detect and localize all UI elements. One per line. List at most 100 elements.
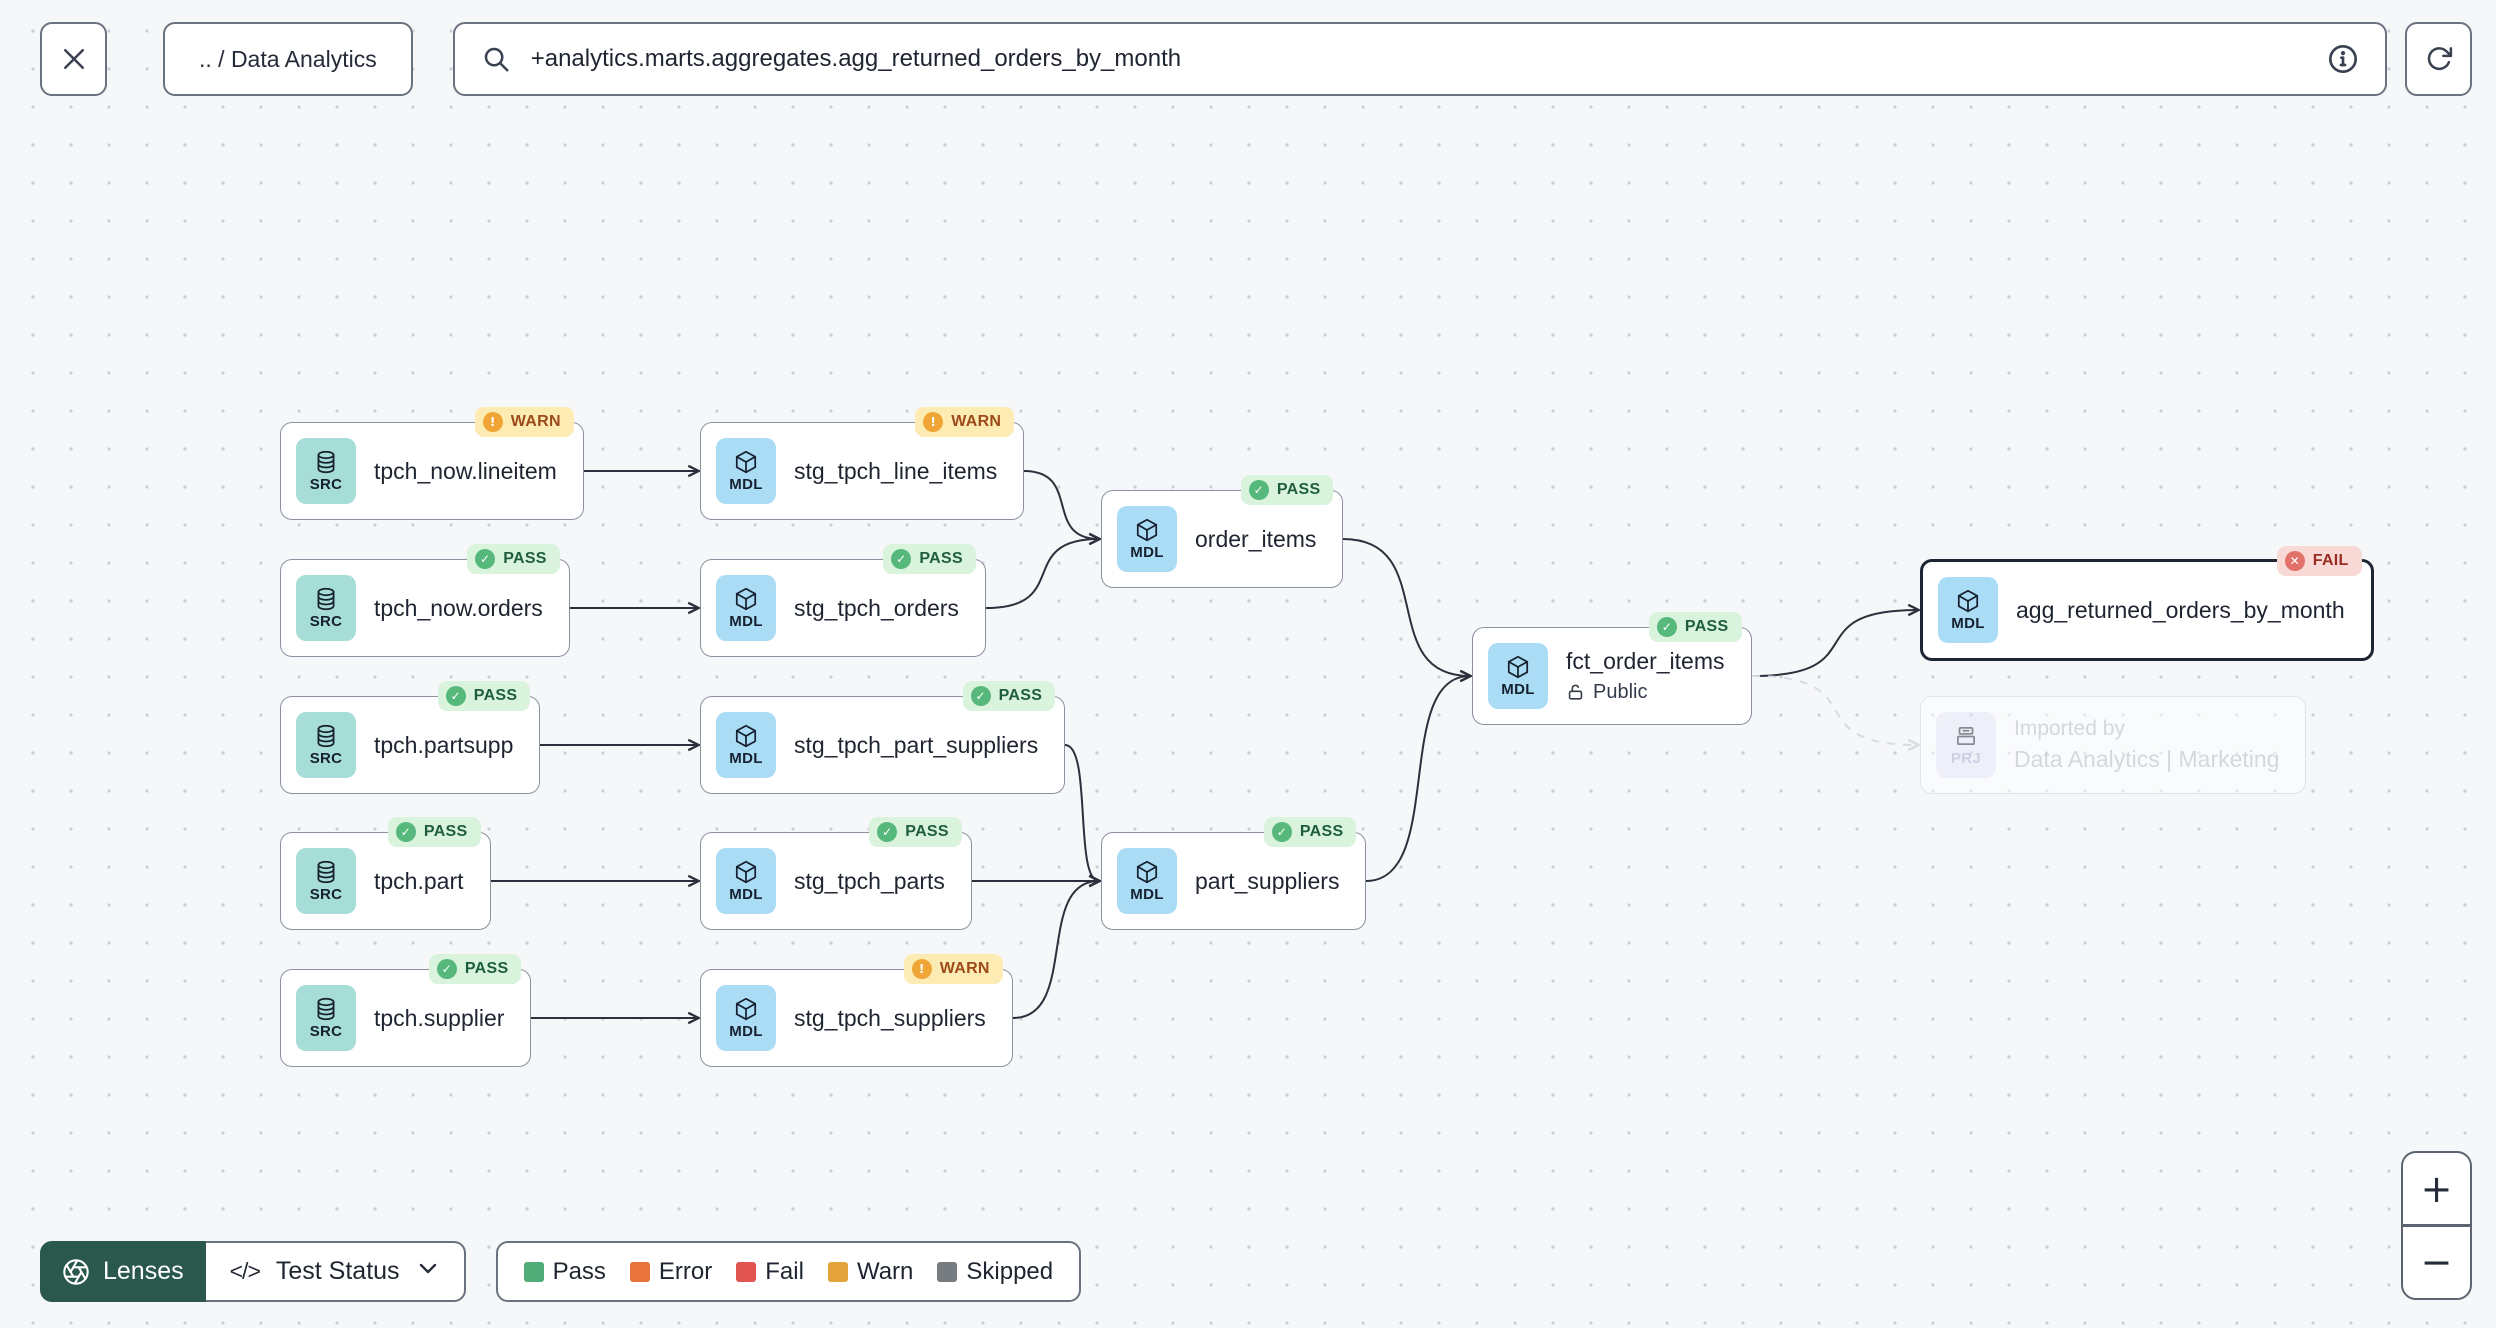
cube-icon [1136, 860, 1158, 884]
cube-icon [735, 587, 757, 611]
status-badge-pass: ✓PASS [1240, 475, 1334, 505]
zoom-out-button[interactable]: − [2403, 1227, 2470, 1298]
search-bar[interactable] [452, 22, 2387, 96]
legend-label: Error [658, 1257, 713, 1285]
status-badge-fail: ✕FAIL [2276, 546, 2362, 576]
cube-icon [735, 997, 757, 1021]
legend-swatch [937, 1261, 958, 1282]
legend-item-pass: Pass [523, 1258, 606, 1286]
status-badge-pass: ✓PASS [467, 544, 560, 574]
code-icon: </> [229, 1258, 261, 1284]
lock-open-icon [1568, 684, 1583, 700]
node-stg_tpch_part_suppliers[interactable]: MDL stg_tpch_part_suppliers ✓PASS [700, 681, 1066, 794]
close-icon [63, 49, 84, 69]
src-type-icon: SRC [296, 985, 356, 1051]
edge-fct_order_items-to-imported_project [1751, 675, 1918, 745]
status-icon: ✕ [2284, 551, 2305, 571]
node-label: stg_tpch_part_suppliers [794, 731, 1039, 758]
refresh-icon [2427, 47, 2452, 71]
cube-icon [1136, 518, 1158, 542]
mdl-type-icon: MDL [716, 712, 776, 778]
status-icon: ✓ [475, 549, 496, 569]
search-icon [484, 47, 509, 72]
bottom-toolbar: Lenses </> Test Status Pass Error Fail Warn… [40, 1241, 1082, 1302]
node-label: Imported by [2014, 717, 2125, 740]
node-label: part_suppliers [1195, 867, 1340, 894]
info-icon[interactable] [2327, 43, 2359, 75]
status-icon: ✓ [877, 822, 898, 842]
search-input[interactable] [530, 45, 2307, 73]
status-icon: ✓ [436, 959, 457, 979]
cube-icon [735, 450, 757, 474]
status-badge-pass: ✓PASS [883, 544, 976, 574]
legend-item-skipped: Skipped [937, 1258, 1053, 1286]
status-icon: ✓ [891, 549, 912, 569]
node-label: stg_tpch_parts [794, 867, 945, 894]
edge-part_suppliers-to-fct_order_items [1365, 676, 1470, 882]
chevron-down-icon [416, 1256, 440, 1287]
zoom-in-button[interactable]: + [2403, 1153, 2470, 1224]
node-label: stg_tpch_suppliers [794, 1004, 986, 1031]
legend-swatch [736, 1261, 757, 1282]
node-label: stg_tpch_orders [794, 594, 959, 621]
status-badge-warn: !WARN [915, 407, 1015, 437]
aperture-icon [63, 1258, 89, 1285]
node-label: tpch.partsupp [374, 731, 514, 758]
node-label: stg_tpch_line_items [794, 457, 998, 484]
status-icon: ✓ [1271, 822, 1292, 842]
test-status-dropdown[interactable]: </> Test Status [205, 1241, 466, 1302]
close-button[interactable] [40, 22, 107, 96]
zoom-divider [2403, 1224, 2470, 1227]
status-badge-pass: ✓PASS [437, 681, 531, 711]
mdl-type-icon: MDL [1938, 577, 1998, 643]
node-label: tpch.part [374, 867, 464, 894]
status-icon: ! [911, 959, 932, 979]
status-icon: ✓ [970, 686, 991, 706]
legend-item-warn: Warn [827, 1258, 913, 1286]
mdl-type-icon: MDL [716, 985, 776, 1051]
legend-item-error: Error [629, 1257, 713, 1286]
access-badge: Public [1566, 681, 1725, 704]
test-status-label: Test Status [275, 1257, 400, 1285]
status-badge-pass: ✓PASS [962, 681, 1056, 711]
status-icon: ✓ [1248, 480, 1269, 500]
status-badge-pass: ✓PASS [387, 817, 481, 847]
node-label: fct_order_items [1566, 648, 1725, 674]
lenses-button[interactable]: Lenses [40, 1241, 206, 1302]
mdl-type-icon: MDL [716, 438, 776, 504]
top-toolbar: .. / Data Analytics [40, 22, 2472, 96]
node-stg_tpch_line_items[interactable]: MDL stg_tpch_line_items !WARN [700, 407, 1025, 520]
node-label: tpch_now.orders [374, 594, 543, 621]
status-badge-warn: !WARN [474, 407, 574, 437]
status-icon: ! [923, 412, 944, 432]
mdl-type-icon: MDL [1488, 643, 1548, 709]
status-badge-pass: ✓PASS [428, 954, 522, 984]
status-icon: ✓ [445, 686, 466, 706]
legend-label: Fail [765, 1257, 804, 1285]
refresh-button[interactable] [2405, 22, 2472, 96]
edge-fct_order_items-to-agg_returned_orders_by_month [1751, 610, 1918, 677]
prj-type-icon: PRJ [1936, 712, 1996, 778]
database-icon [317, 450, 335, 474]
lenses-label: Lenses [103, 1257, 184, 1285]
mdl-type-icon: MDL [1117, 848, 1177, 914]
status-badge-pass: ✓PASS [869, 817, 962, 847]
breadcrumb[interactable]: .. / Data Analytics [163, 22, 413, 96]
database-icon [317, 997, 335, 1021]
cube-icon [735, 724, 757, 748]
